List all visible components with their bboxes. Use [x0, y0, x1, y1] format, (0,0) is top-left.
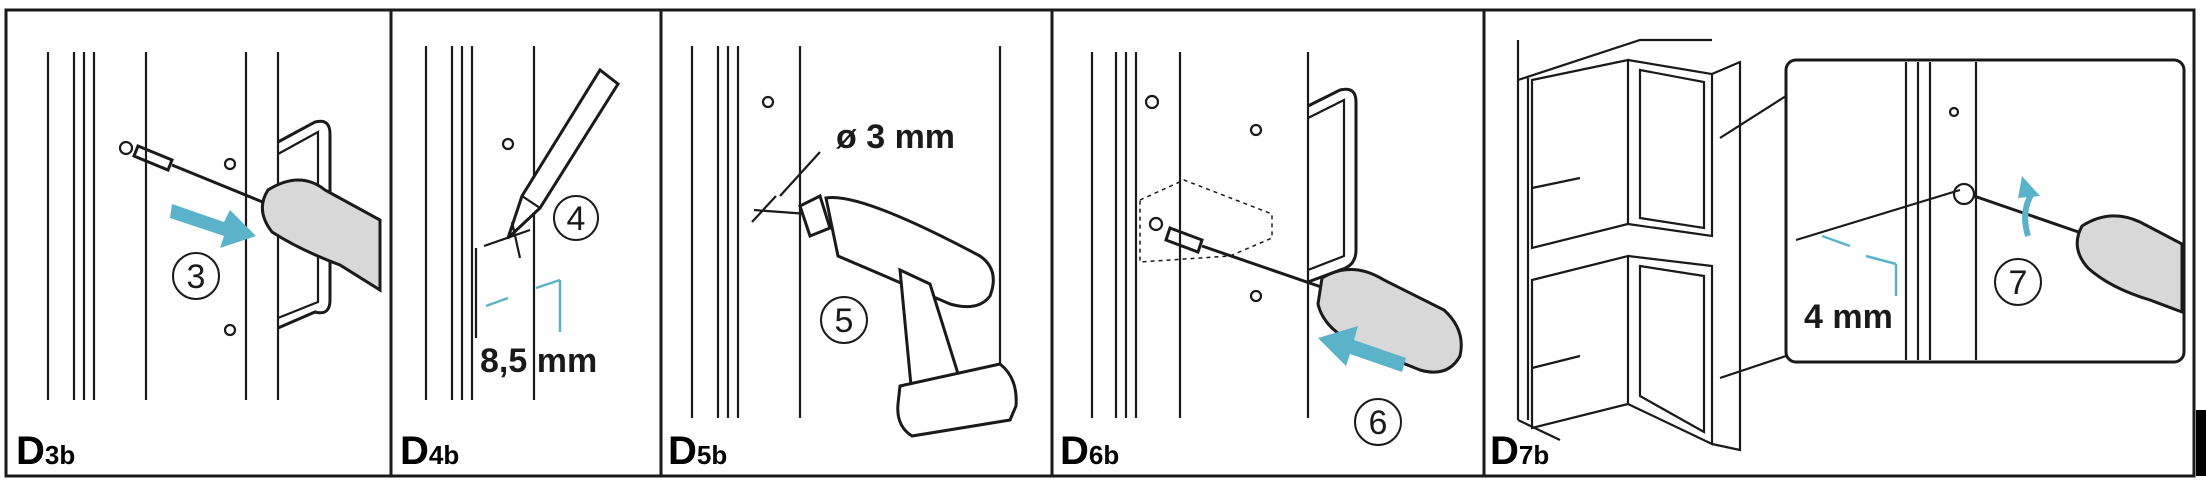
step-number: 4: [567, 200, 586, 238]
panel-d6b: 6 D6b: [1060, 52, 1463, 473]
panel-label-letter: D5b: [668, 429, 727, 473]
mounting-area: [1139, 179, 1273, 263]
screw-hole: [1148, 216, 1164, 232]
panel-d5b: ø 3 mm 5 D5b: [668, 46, 1018, 473]
screw-hole: [118, 140, 134, 156]
detail-lines: [1904, 62, 1978, 360]
step-number: 5: [835, 302, 854, 340]
step-circle: [820, 296, 868, 344]
step-number: 3: [187, 258, 206, 296]
measurement-label: ø 3 mm: [836, 118, 955, 156]
panel-d7b: 4 mm 7 D7b: [1490, 38, 2186, 473]
drill-body: [824, 195, 995, 309]
push-arrow: [1318, 326, 1406, 372]
step-circle: [172, 252, 220, 300]
panel-label-letter: D4b: [400, 429, 459, 473]
step-circle: [1994, 258, 2042, 306]
detail-callout: [1784, 58, 2186, 364]
mark-line: [483, 228, 531, 248]
step-circle: [1354, 398, 1402, 446]
screw-hole: [1144, 94, 1160, 110]
panel-label-letter: D7b: [1490, 429, 1549, 473]
cabinet-lines: [1090, 52, 1310, 418]
door-handle: [1307, 87, 1358, 284]
pencil: [506, 67, 620, 240]
screwdriver-shaft: [1201, 244, 1331, 292]
screw-hole: [223, 157, 237, 171]
cabinet-lines: [690, 46, 1002, 418]
step-circle: [553, 195, 599, 241]
push-arrow: [170, 204, 256, 248]
screwdriver-handle: [2075, 214, 2184, 315]
screw-hole: [1249, 289, 1263, 303]
measurement-label: 8,5 mm: [480, 342, 597, 380]
drill-chuck: [798, 193, 832, 238]
screw-hole: [1249, 123, 1263, 137]
screwdriver-shaft: [1973, 194, 2091, 238]
step-number: 7: [2009, 264, 2028, 302]
panel-d3b: 3 D3b: [16, 52, 382, 473]
mark-line: [510, 221, 522, 259]
step-number: 6: [1369, 404, 1388, 442]
screw-hole: [223, 323, 237, 337]
door-handle-inner: [1307, 98, 1346, 272]
screw: [132, 144, 174, 172]
screwdriver-handle: [260, 178, 382, 293]
screw: [1952, 182, 1976, 206]
drill-battery: [896, 362, 1018, 438]
measurement-label: 4 mm: [1804, 298, 1893, 336]
screw-hole: [1948, 106, 1960, 118]
panel-d4b: 8,5 mm 4 D4b: [400, 46, 620, 473]
edge-tab: [2196, 410, 2206, 476]
outer-frame: [4, 8, 2196, 478]
screw-hole: [501, 137, 515, 151]
screw: [1164, 226, 1204, 254]
fridge-cabinet: [1516, 38, 1742, 452]
panel-label-letter: D3b: [16, 429, 75, 473]
cabinet-lines: [424, 46, 536, 400]
panel-label-letter: D6b: [1060, 429, 1119, 473]
screw-hole: [761, 95, 775, 109]
screwdriver-shaft: [171, 163, 271, 207]
